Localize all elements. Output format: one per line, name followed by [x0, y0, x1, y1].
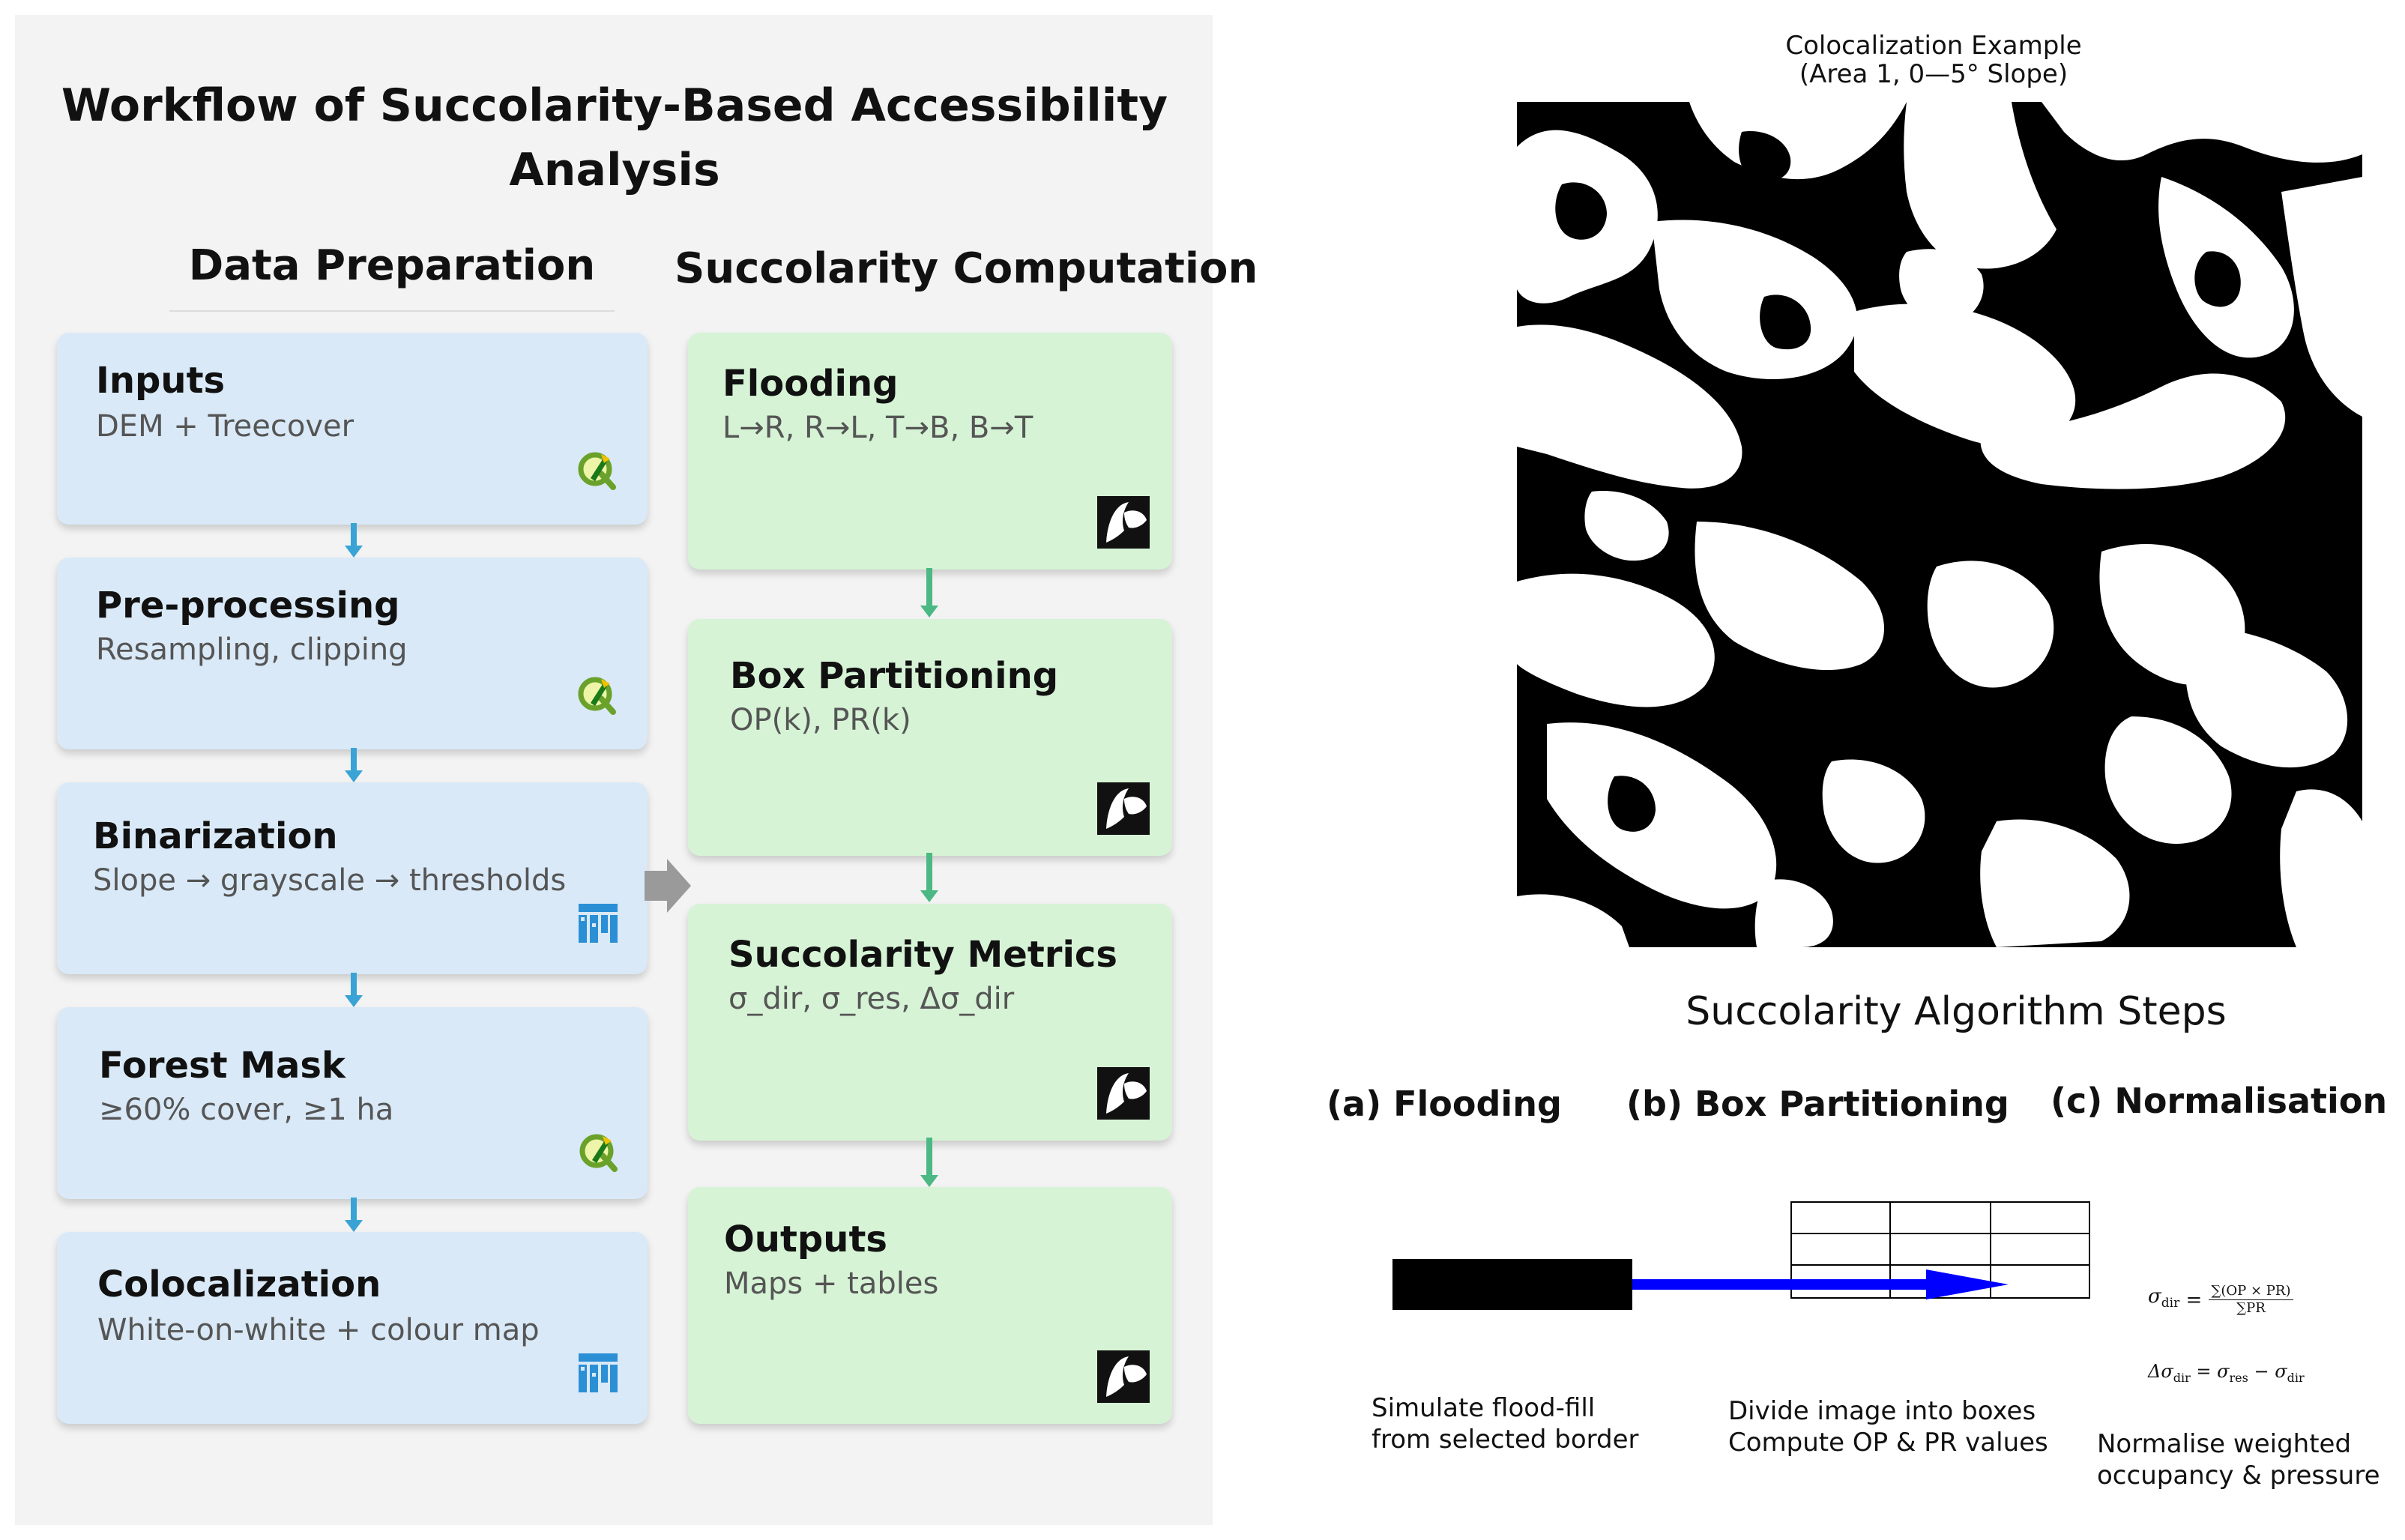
step-label-box-partitioning: (b) Box Partitioning: [1626, 1084, 2009, 1124]
step-label-normalisation: (c) Normalisation: [2051, 1081, 2388, 1121]
step-subtitle: DEM + Treecover: [96, 409, 354, 444]
step-title: Succolarity Metrics: [728, 934, 1117, 976]
flow-arrow-down: [345, 973, 363, 1007]
matlab-icon: [1097, 496, 1150, 549]
equation-sigma-dir: σdir = ∑(OP × PR) ∑PR: [2148, 1283, 2294, 1317]
matlab-icon: [1097, 1067, 1150, 1120]
flow-arrow-down: [920, 568, 938, 617]
step-box-flooding: Flooding L→R, R→L, T→B, B→T: [688, 333, 1172, 570]
flow-arrow-down: [920, 853, 938, 902]
step-title: Forest Mask: [99, 1045, 345, 1087]
step-subtitle: Slope → grayscale → thresholds: [93, 863, 567, 898]
step-box-outputs: Outputs Maps + tables: [688, 1187, 1172, 1424]
step-box-box-partitioning: Box Partitioning OP(k), PR(k): [688, 619, 1172, 856]
flow-arrow-down: [345, 748, 363, 782]
step-box-colocalization: Colocalization White-on-white + colour m…: [57, 1232, 648, 1424]
qgis-icon: [578, 452, 616, 490]
step-subtitle: σ_dir, σ_res, Δσ_dir: [728, 982, 1015, 1016]
colocalization-binary-image: [1517, 102, 2362, 947]
step-box-forest-mask: Forest Mask ≥60% cover, ≥1 ha: [57, 1007, 648, 1199]
qgis-icon: [578, 677, 616, 715]
column-heading-succolarity-computation: Succolarity Computation: [675, 244, 1258, 293]
flood-source-bar: [1392, 1259, 1632, 1310]
flooding-partitioning-diagram: [1392, 1201, 2090, 1310]
workflow-title-line2: Analysis: [509, 144, 720, 196]
workflow-title: Workflow of Succolarity-Based Accessibil…: [0, 73, 1229, 202]
step-subtitle: OP(k), PR(k): [730, 703, 911, 737]
step-title: Colocalization: [97, 1263, 381, 1305]
flood-arrow-head: [1926, 1269, 2009, 1299]
step-box-binarization: Binarization Slope → grayscale → thresho…: [57, 782, 648, 974]
step-title: Binarization: [93, 815, 338, 857]
step-box-preprocessing: Pre-processing Resampling, clipping: [57, 558, 648, 749]
colocalization-title-line2: (Area 1, 0—5° Slope): [1799, 59, 2068, 89]
colocalization-title: Colocalization Example (Area 1, 0—5° Slo…: [1514, 31, 2353, 88]
step-label-flooding: (a) Flooding: [1327, 1084, 1562, 1124]
column-connector-arrow: [645, 859, 691, 913]
caption-partitioning: Divide image into boxes Compute OP & PR …: [1728, 1396, 2048, 1458]
step-title: Flooding: [722, 363, 899, 405]
step-title: Pre-processing: [96, 585, 400, 626]
step-subtitle: White-on-white + colour map: [97, 1313, 540, 1347]
workflow-title-line1: Workflow of Succolarity-Based Accessibil…: [61, 79, 1168, 132]
step-title: Outputs: [724, 1219, 887, 1260]
fiji-icon: [579, 904, 618, 943]
equation-delta-sigma: Δσdir = σres − σdir: [2148, 1361, 2305, 1385]
step-subtitle: Resampling, clipping: [96, 632, 408, 667]
flow-arrow-down: [345, 523, 363, 558]
column-heading-underline: [169, 310, 615, 312]
colocalization-title-line1: Colocalization Example: [1785, 31, 2082, 61]
flow-arrow-down: [345, 1198, 363, 1232]
step-box-succolarity-metrics: Succolarity Metrics σ_dir, σ_res, Δσ_dir: [688, 904, 1172, 1141]
step-title: Inputs: [96, 360, 226, 402]
matlab-icon: [1097, 782, 1150, 835]
caption-normalisation: Normalise weighted occupancy & pressure: [2097, 1429, 2380, 1491]
step-title: Box Partitioning: [730, 655, 1059, 697]
fiji-icon: [579, 1353, 618, 1392]
step-subtitle: L→R, R→L, T→B, B→T: [722, 411, 1033, 445]
caption-flooding: Simulate flood-fill from selected border: [1372, 1393, 1639, 1455]
step-subtitle: ≥60% cover, ≥1 ha: [99, 1093, 394, 1127]
algorithm-title: Succolarity Algorithm Steps: [1686, 989, 2227, 1034]
step-subtitle: Maps + tables: [724, 1266, 939, 1301]
flow-arrow-down: [920, 1138, 938, 1187]
step-box-inputs: Inputs DEM + Treecover: [57, 333, 648, 525]
qgis-icon: [579, 1134, 618, 1172]
column-heading-data-preparation: Data Preparation: [188, 241, 596, 290]
matlab-icon: [1097, 1350, 1150, 1403]
